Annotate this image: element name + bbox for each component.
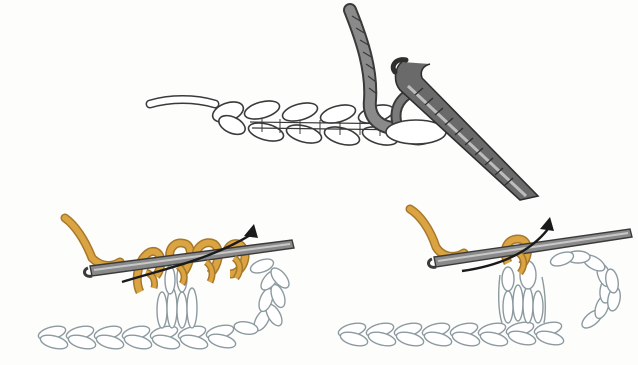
foundation-chain xyxy=(37,323,237,352)
completed-loop-drawing xyxy=(330,195,635,360)
panel-yarn-wraps-on-hook xyxy=(30,200,320,360)
yarn-wraps-drawing xyxy=(30,200,320,360)
tall-stitch xyxy=(157,264,197,328)
chain-with-hook-drawing xyxy=(140,0,560,205)
foundation-chain xyxy=(337,320,565,349)
yarn-wraps-front xyxy=(518,253,524,273)
panel-chain-with-hook xyxy=(140,0,560,205)
loop-stitch xyxy=(549,249,622,331)
panel-completed-loop xyxy=(330,195,635,360)
